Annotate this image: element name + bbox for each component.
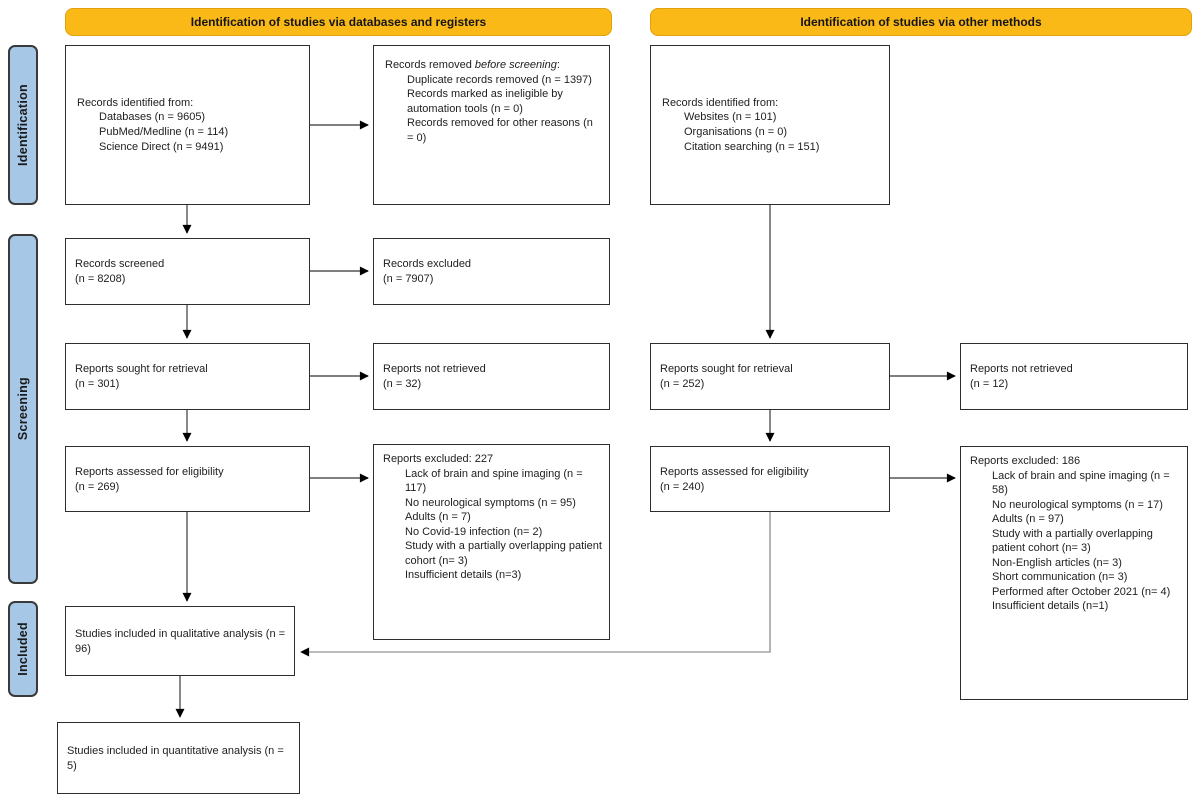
stage-identification-label: Identification bbox=[16, 84, 30, 166]
box-line: Records excluded bbox=[383, 258, 472, 271]
list-item: Citation searching (n = 151) bbox=[684, 140, 820, 153]
list-item: Adults (n = 7) bbox=[405, 511, 471, 524]
box-line: Studies included in qualitative analysis… bbox=[75, 627, 286, 655]
header-databases-registers: Identification of studies via databases … bbox=[65, 8, 612, 36]
box-line: Records screened bbox=[75, 258, 165, 271]
box-count: (n = 7907) bbox=[383, 273, 434, 285]
list-item: Organisations (n = 0) bbox=[684, 126, 788, 138]
box-title: Reports excluded: 227 bbox=[383, 453, 494, 465]
list-item: Databases (n = 9605) bbox=[99, 111, 206, 124]
list-item: Study with a partially overlapping patie… bbox=[405, 540, 602, 567]
stage-included: Included bbox=[8, 601, 38, 697]
box-records-removed-before-screening: Records removed before screening: Duplic… bbox=[373, 45, 610, 205]
box-line: Reports not retrieved bbox=[383, 363, 486, 376]
box-count: (n = 32) bbox=[383, 378, 422, 390]
list-item: No neurological symptoms (n = 95) bbox=[405, 496, 576, 509]
box-count: (n = 269) bbox=[75, 480, 120, 493]
stage-included-label: Included bbox=[16, 622, 30, 676]
box-qualitative-analysis: Studies included in qualitative analysis… bbox=[65, 606, 295, 676]
box-count: (n = 240) bbox=[660, 480, 705, 493]
box-count: (n = 8208) bbox=[75, 273, 126, 285]
box-title: Reports excluded: 186 bbox=[970, 455, 1081, 467]
box-records-identified-other: Records identified from: Websites (n = 1… bbox=[650, 45, 890, 205]
list-item: No Covid-19 infection (n= 2) bbox=[405, 525, 543, 538]
title-text: : bbox=[556, 59, 560, 71]
box-count: (n = 252) bbox=[660, 378, 705, 390]
list-item: Performed after October 2021 (n= 4) bbox=[992, 585, 1171, 598]
box-line: Reports not retrieved bbox=[970, 363, 1073, 376]
box-reports-sought-other: Reports sought for retrieval (n = 252) bbox=[650, 343, 890, 410]
box-reports-assessed-databases: Reports assessed for eligibility (n = 26… bbox=[65, 446, 310, 512]
list-item: Records removed for other reasons (n = 0… bbox=[407, 117, 593, 144]
box-records-excluded: Records excluded (n = 7907) bbox=[373, 238, 610, 305]
title-text: Records removed bbox=[385, 59, 475, 71]
box-reports-not-retrieved-databases: Reports not retrieved (n = 32) bbox=[373, 343, 610, 410]
box-title: Records removed before screening: bbox=[385, 58, 601, 73]
stage-screening: Screening bbox=[8, 234, 38, 584]
stage-identification: Identification bbox=[8, 45, 38, 205]
list-item: Non-English articles (n= 3) bbox=[992, 556, 1122, 569]
list-item: PubMed/Medline (n = 114) bbox=[99, 126, 229, 138]
list-item: Lack of brain and spine imaging (n = 58) bbox=[992, 469, 1170, 497]
list-item: Adults (n = 97) bbox=[992, 513, 1064, 526]
box-count: (n = 12) bbox=[970, 378, 1009, 390]
box-line: Reports assessed for eligibility bbox=[75, 465, 224, 478]
list-item: Science Direct (n = 9491) bbox=[99, 140, 224, 153]
list-item: Short communication (n= 3) bbox=[992, 571, 1128, 584]
box-line: Studies included in quantitative analysi… bbox=[67, 744, 284, 772]
list-item: Study with a partially overlapping patie… bbox=[992, 527, 1153, 555]
list-item: Websites (n = 101) bbox=[684, 111, 777, 124]
list-item: No neurological symptoms (n = 17) bbox=[992, 498, 1163, 511]
box-records-screened: Records screened (n = 8208) bbox=[65, 238, 310, 305]
list-item: Records marked as ineligible by automati… bbox=[407, 88, 563, 115]
box-reports-sought-databases: Reports sought for retrieval (n = 301) bbox=[65, 343, 310, 410]
box-reports-excluded-databases: Reports excluded: 227 Lack of brain and … bbox=[373, 444, 610, 640]
box-records-identified-databases: Records identified from: Databases (n = … bbox=[65, 45, 310, 205]
list-item: Insufficient details (n=3) bbox=[405, 569, 522, 582]
header-other-methods: Identification of studies via other meth… bbox=[650, 8, 1192, 36]
box-reports-assessed-other: Reports assessed for eligibility (n = 24… bbox=[650, 446, 890, 512]
box-count: (n = 301) bbox=[75, 378, 120, 390]
box-line: Reports sought for retrieval bbox=[660, 363, 793, 376]
box-quantitative-analysis: Studies included in quantitative analysi… bbox=[57, 722, 300, 794]
stage-screening-label: Screening bbox=[16, 377, 30, 441]
list-item: Duplicate records removed (n = 1397) bbox=[407, 73, 592, 86]
list-item: Insufficient details (n=1) bbox=[992, 600, 1109, 613]
box-reports-excluded-other: Reports excluded: 186 Lack of brain and … bbox=[960, 446, 1188, 700]
box-title: Records identified from: bbox=[77, 96, 194, 109]
box-reports-not-retrieved-other: Reports not retrieved (n = 12) bbox=[960, 343, 1188, 410]
box-title: Records identified from: bbox=[662, 96, 779, 109]
box-line: Reports assessed for eligibility bbox=[660, 465, 809, 478]
list-item: Lack of brain and spine imaging (n = 117… bbox=[405, 467, 583, 495]
title-italic-text: before screening bbox=[474, 59, 557, 71]
box-line: Reports sought for retrieval bbox=[75, 363, 208, 376]
